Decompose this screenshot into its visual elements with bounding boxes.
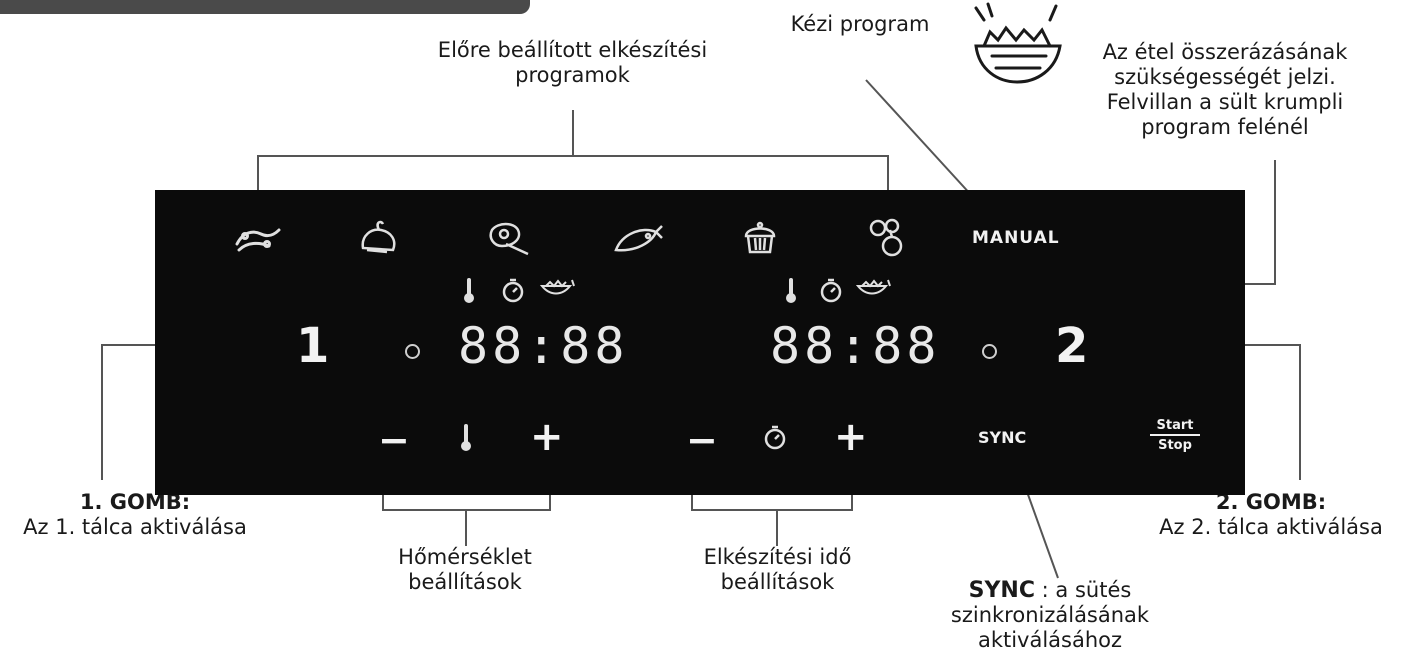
button-1-desc: Az 1. tálca aktiválása	[23, 515, 247, 539]
time-minus-button[interactable]: −	[686, 418, 718, 462]
zone-1-button[interactable]: 1	[296, 318, 330, 374]
zone-1-indicator	[405, 344, 420, 359]
start-label: Start	[1150, 418, 1200, 436]
control-panel	[155, 190, 1245, 495]
zone-2-button[interactable]: 2	[1055, 318, 1089, 374]
label-temperature: Hőmérséklet beállítások	[398, 545, 532, 594]
thermometer-icon	[786, 278, 796, 303]
vegetables-icon[interactable]	[866, 216, 910, 258]
sync-desc: szinkronizálásának aktiválásához	[950, 603, 1150, 652]
label-sync: SYNC : a sütés szinkronizálásának aktivá…	[900, 578, 1200, 653]
temp-minus-button[interactable]: −	[378, 418, 410, 462]
sync-button[interactable]: SYNC	[978, 428, 1027, 447]
zone-2-indicator	[982, 344, 997, 359]
top-bar	[0, 0, 530, 14]
sync-rest: : a sütés	[1035, 578, 1132, 602]
label-button-2: 2. GOMB: Az 2. tálca aktiválása	[1135, 490, 1407, 540]
label-time: Elkészítési idő beállítások	[703, 545, 852, 594]
thermometer-icon	[464, 278, 474, 303]
manual-button[interactable]: MANUAL	[972, 228, 1060, 248]
shake-icon	[856, 279, 891, 295]
label-button-1: 1. GOMB: Az 1. tálca aktiválása	[0, 490, 270, 540]
stop-label: Stop	[1158, 438, 1192, 453]
display-2: 88:88	[770, 317, 941, 375]
thermometer-icon	[461, 424, 471, 451]
timer-icon	[820, 278, 842, 303]
timer-icon	[502, 278, 524, 303]
sync-title: SYNC	[968, 578, 1035, 603]
label-manual-program: Kézi program	[790, 12, 930, 36]
shake-bowl-icon	[974, 2, 1062, 84]
wings-icon[interactable]	[231, 222, 283, 256]
fish-icon[interactable]	[612, 222, 664, 256]
start-stop-button[interactable]: Start Stop	[1150, 418, 1200, 453]
steak-icon[interactable]	[484, 220, 534, 258]
temp-plus-button[interactable]: +	[530, 414, 564, 460]
time-plus-button[interactable]: +	[834, 414, 868, 460]
label-shake: Az étel összerázásának szükségességét je…	[1102, 40, 1348, 139]
shake-icon	[540, 279, 575, 295]
chicken-icon[interactable]	[357, 218, 401, 258]
label-presets: Előre beállított elkészítési programok	[437, 38, 708, 87]
button-2-desc: Az 2. tálca aktiválása	[1159, 515, 1383, 539]
timer-icon	[764, 425, 786, 450]
cake-icon[interactable]	[740, 220, 780, 256]
display-1: 88:88	[458, 317, 629, 375]
